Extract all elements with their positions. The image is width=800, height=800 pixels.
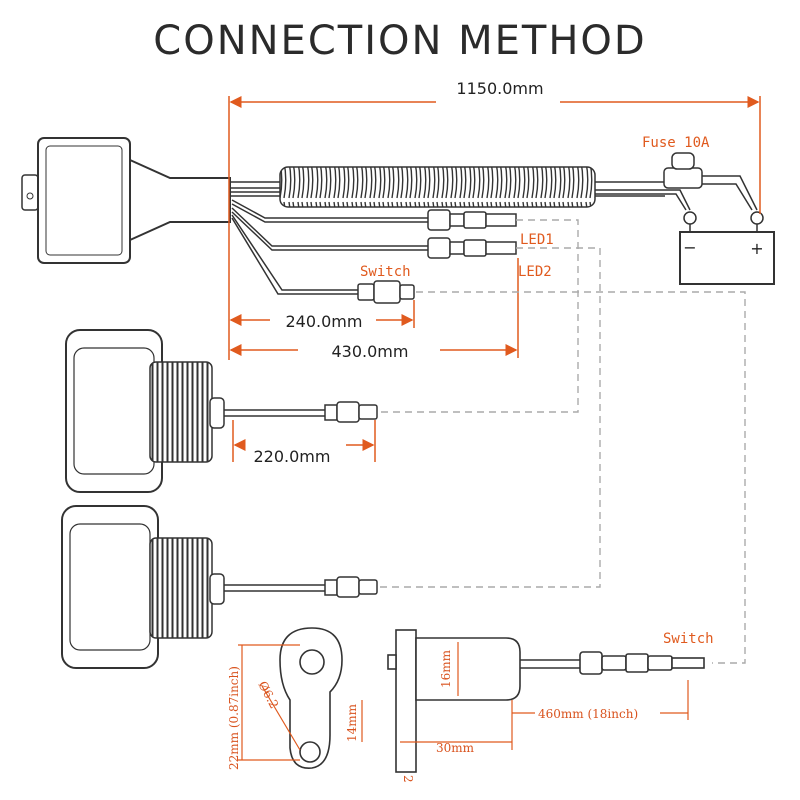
dim-bracket-height: 14mm [345, 703, 359, 742]
corrugated-loom [279, 166, 596, 208]
dim-switch-width: 30mm [436, 741, 475, 755]
battery-plus-label: + [750, 239, 763, 258]
bracket-dims [238, 644, 363, 761]
dim-switch-cable: 460mm (18inch) [538, 707, 638, 721]
switch-dims [400, 642, 689, 750]
fuse-holder [663, 152, 703, 189]
work-light-2 [61, 505, 378, 669]
dim-bracket-thickness: 2 [401, 775, 415, 783]
led1-label: LED1 [520, 232, 554, 248]
relay-box [21, 137, 231, 264]
diagram-title: CONNECTION METHOD [153, 18, 647, 64]
dim-switch-height: 16mm [439, 649, 453, 688]
dim-switch-branch: 240.0mm [286, 312, 363, 331]
led2-label: LED2 [518, 264, 552, 280]
switch-label-bottom: Switch [663, 631, 714, 647]
harness-wires [230, 175, 758, 295]
dim-led-branch: 430.0mm [332, 342, 409, 361]
switch-label-top: Switch [360, 264, 411, 280]
dim-bracket-length: 22mm (0.87inch) [227, 666, 241, 770]
rocker-switch [387, 629, 705, 773]
dim-total-length: 1150.0mm [456, 79, 543, 98]
dashed-routing [378, 219, 746, 664]
mounting-bracket [279, 627, 343, 769]
dim-light-cable: 220.0mm [254, 447, 331, 466]
work-light-1 [65, 329, 378, 493]
led2-connector [427, 237, 517, 259]
fuse-label: Fuse 10A [642, 135, 710, 151]
battery-icon [679, 211, 775, 285]
switch-connector-harness [357, 280, 415, 304]
led1-connector [427, 209, 517, 231]
dim-hole-diameter: Ø6.2 [255, 679, 281, 711]
dimension-lines [228, 96, 761, 462]
battery-minus-label: − [683, 238, 696, 257]
